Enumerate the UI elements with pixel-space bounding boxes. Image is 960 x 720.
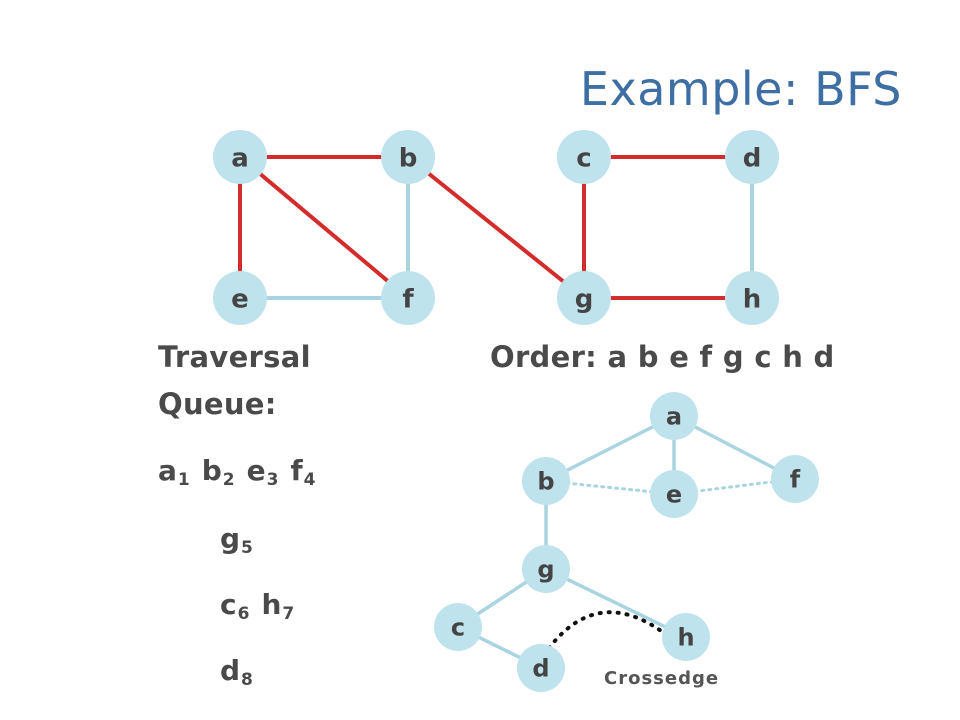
- cross-edge-label: Crossedge: [604, 668, 719, 689]
- queue-row: g5: [220, 522, 253, 558]
- tree-node-c: c: [434, 603, 482, 651]
- queue-entry-node: a: [158, 454, 177, 487]
- tree-node-c-label: c: [451, 614, 465, 642]
- queue-entry-order: 4: [303, 470, 316, 490]
- tree-node-g-circle: [522, 545, 570, 593]
- slide-title: Example: BFS: [579, 62, 902, 116]
- tree-node-e-label: e: [666, 481, 682, 509]
- graph-node-e: e: [213, 271, 267, 325]
- graph-node-f: f: [381, 271, 435, 325]
- cross-edge-d-h: [547, 610, 666, 650]
- graph-node-g-circle: [557, 271, 611, 325]
- graph-node-d-label: d: [743, 143, 762, 173]
- queue-entry-order: 6: [237, 604, 250, 624]
- tree-node-e-circle: [650, 470, 698, 518]
- tree-node-b-label: b: [537, 468, 554, 496]
- queue-entry-node: b: [201, 454, 222, 487]
- queue-entry-node: f: [290, 454, 303, 487]
- queue-entry-f: f4: [290, 454, 316, 490]
- graph-node-g: g: [557, 271, 611, 325]
- tree-node-d-label: d: [532, 655, 549, 683]
- graph-node-c-label: c: [576, 143, 591, 173]
- queue-entry-c: c6: [220, 588, 250, 624]
- tree-node-e: e: [650, 470, 698, 518]
- graph-node-d: d: [725, 130, 779, 184]
- tree-node-b-circle: [522, 457, 570, 505]
- traversal-label: Traversal: [158, 340, 311, 374]
- queue-entry-node: c: [220, 588, 237, 621]
- graph-node-f-label: f: [402, 284, 414, 314]
- queue-entry-order: 8: [241, 670, 253, 690]
- tree-node-d: d: [517, 644, 565, 692]
- queue-entry-order: 7: [282, 604, 295, 624]
- tree-node-b: b: [522, 457, 570, 505]
- queue-entry-g: g5: [220, 522, 253, 558]
- queue-entry-h: h7: [261, 588, 295, 624]
- graph-node-c: c: [557, 130, 611, 184]
- graph-node-e-circle: [213, 271, 267, 325]
- tree-edge-g-h: [544, 567, 688, 639]
- tree-node-g: g: [522, 545, 570, 593]
- graph-node-c-circle: [557, 130, 611, 184]
- graph-node-d-circle: [725, 130, 779, 184]
- queue-entry-order: 5: [241, 538, 253, 558]
- tree-node-c-circle: [434, 603, 482, 651]
- graph-node-h-circle: [725, 271, 779, 325]
- graph-node-b-circle: [381, 130, 435, 184]
- tree-node-a: a: [650, 392, 698, 440]
- graph-node-a-label: a: [231, 143, 249, 173]
- tree-node-f-label: f: [790, 466, 801, 494]
- tree-node-h-circle: [662, 613, 710, 661]
- tree-node-h-label: h: [677, 624, 694, 652]
- graph-node-b-label: b: [399, 143, 418, 173]
- tree-node-f-circle: [771, 455, 819, 503]
- graph-node-e-label: e: [231, 284, 249, 314]
- tree-node-d-circle: [517, 644, 565, 692]
- tree-node-a-label: a: [666, 403, 682, 431]
- queue-entry-node: g: [220, 522, 241, 555]
- graph-edge-b-g: [406, 155, 586, 300]
- queue-entry-node: d: [220, 654, 241, 687]
- queue-entry-order: 3: [266, 470, 279, 490]
- graph-node-h-label: h: [743, 284, 762, 314]
- graph-node-h: h: [725, 271, 779, 325]
- queue-entry-b: b2: [201, 454, 235, 490]
- queue-entry-order: 2: [222, 470, 235, 490]
- graph-node-a: a: [213, 130, 267, 184]
- traversal-order: Order: a b e f g c h d: [490, 340, 835, 374]
- graph-node-f-circle: [381, 271, 435, 325]
- tree-node-f: f: [771, 455, 819, 503]
- queue-entry-e: e3: [246, 454, 279, 490]
- tree-node-a-circle: [650, 392, 698, 440]
- graph-edge-a-f: [238, 155, 410, 300]
- queue-entry-node: e: [246, 454, 266, 487]
- graph-node-g-label: g: [575, 284, 594, 314]
- graph-node-b: b: [381, 130, 435, 184]
- graph-node-a-circle: [213, 130, 267, 184]
- queue-entry-node: h: [261, 588, 282, 621]
- queue-entry-a: a1: [158, 454, 190, 490]
- queue-entry-d: d8: [220, 654, 253, 690]
- queue-row: d8: [220, 654, 253, 690]
- tree-node-h: h: [662, 613, 710, 661]
- tree-node-g-label: g: [537, 556, 554, 584]
- queue-label: Queue:: [158, 387, 277, 421]
- queue-entry-order: 1: [177, 470, 190, 490]
